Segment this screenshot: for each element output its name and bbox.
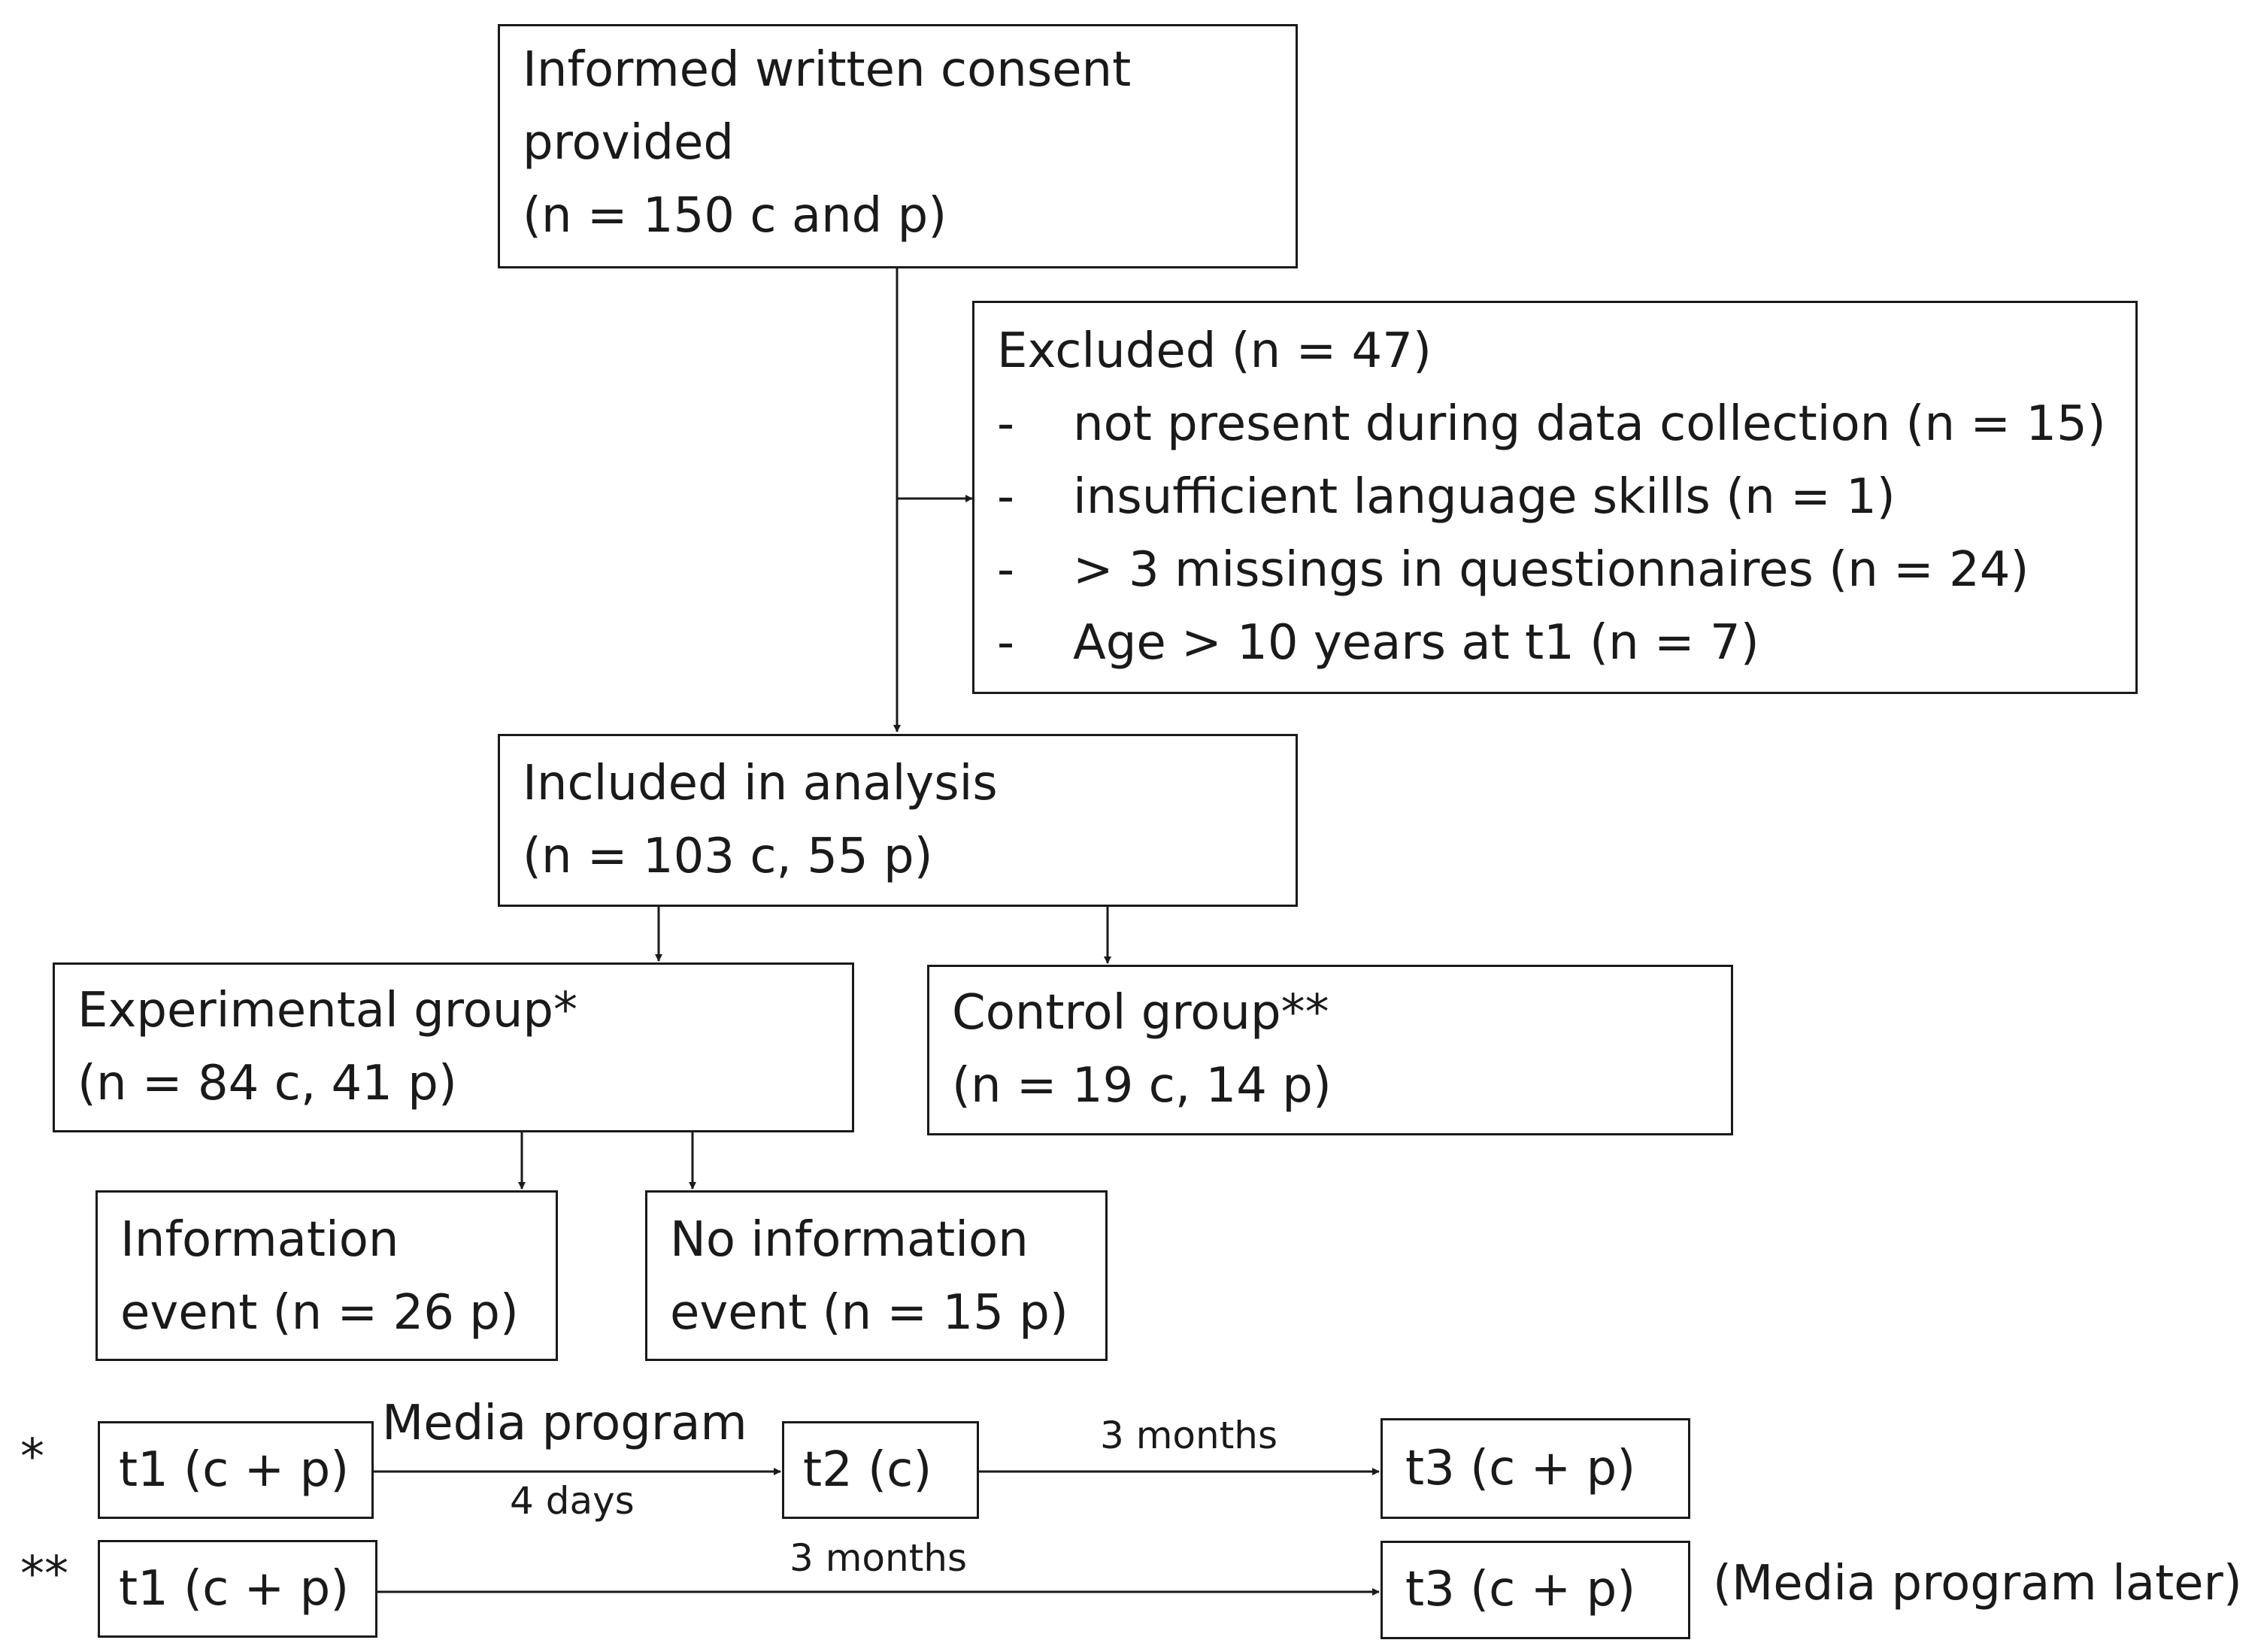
- information-event-box: Information event (n = 26 p): [95, 1190, 558, 1361]
- excluded-bullet-1: -: [997, 396, 1015, 452]
- timeline-ctrl-t1-box: t1 (c + p): [98, 1540, 377, 1638]
- excluded-item-4: Age > 10 years at t1 (n = 7): [1073, 615, 1759, 671]
- info-event-line-1: Information: [120, 1212, 399, 1268]
- experimental-line-2: (n = 84 c, 41 p): [77, 1056, 457, 1111]
- control-group-box: Control group** (n = 19 c, 14 p): [927, 965, 1733, 1135]
- included-line-1: Included in analysis: [523, 756, 998, 811]
- control-line-2: (n = 19 c, 14 p): [952, 1058, 1332, 1114]
- info-event-line-2: event (n = 26 p): [120, 1285, 519, 1341]
- duration-4-days: 4 days: [510, 1479, 635, 1523]
- excluded-bullet-3: -: [997, 542, 1015, 598]
- consent-line-3: (n = 150 c and p): [523, 188, 947, 244]
- media-program-later-note: (Media program later): [1713, 1556, 2242, 1611]
- timeline-exp-marker: *: [20, 1429, 44, 1485]
- included-line-2: (n = 103 c, 55 p): [523, 829, 933, 884]
- excluded-title: Excluded (n = 47): [997, 323, 1432, 379]
- timeline-exp-t2-label: t2 (c): [803, 1442, 932, 1498]
- duration-3-months-ctrl: 3 months: [790, 1536, 968, 1580]
- timeline-exp-t1-box: t1 (c + p): [98, 1421, 374, 1519]
- media-program-label: Media program: [382, 1396, 747, 1451]
- excluded-bullet-2: -: [997, 469, 1015, 525]
- consent-box: Informed written consent provided (n = 1…: [498, 24, 1298, 268]
- timeline-ctrl-t3-box: t3 (c + p): [1381, 1541, 1690, 1639]
- timeline-ctrl-marker: **: [20, 1547, 68, 1602]
- no-info-event-line-2: event (n = 15 p): [670, 1285, 1068, 1341]
- timeline-ctrl-t3-label: t3 (c + p): [1405, 1562, 1636, 1617]
- duration-3-months-exp: 3 months: [1100, 1414, 1278, 1457]
- timeline-ctrl-t1-label: t1 (c + p): [119, 1561, 350, 1617]
- experimental-group-box: Experimental group* (n = 84 c, 41 p): [53, 962, 854, 1132]
- timeline-exp-t1-label: t1 (c + p): [119, 1442, 350, 1498]
- timeline-exp-t3-label: t3 (c + p): [1405, 1441, 1636, 1496]
- excluded-item-2: insufficient language skills (n = 1): [1073, 469, 1896, 525]
- consent-line-1: Informed written consent: [523, 42, 1132, 98]
- included-box: Included in analysis (n = 103 c, 55 p): [498, 734, 1298, 907]
- experimental-line-1: Experimental group*: [77, 983, 577, 1038]
- timeline-exp-t2-box: t2 (c): [782, 1421, 979, 1519]
- no-information-event-box: No information event (n = 15 p): [645, 1190, 1108, 1361]
- consent-line-2: provided: [523, 115, 734, 171]
- excluded-item-3: > 3 missings in questionnaires (n = 24): [1073, 542, 2029, 598]
- excluded-box: Excluded (n = 47) - not present during d…: [972, 301, 2138, 694]
- no-info-event-line-1: No information: [670, 1212, 1029, 1268]
- control-line-1: Control group**: [952, 985, 1329, 1041]
- timeline-exp-t3-box: t3 (c + p): [1381, 1418, 1690, 1519]
- excluded-bullet-4: -: [997, 615, 1015, 671]
- excluded-item-1: not present during data collection (n = …: [1073, 396, 2106, 452]
